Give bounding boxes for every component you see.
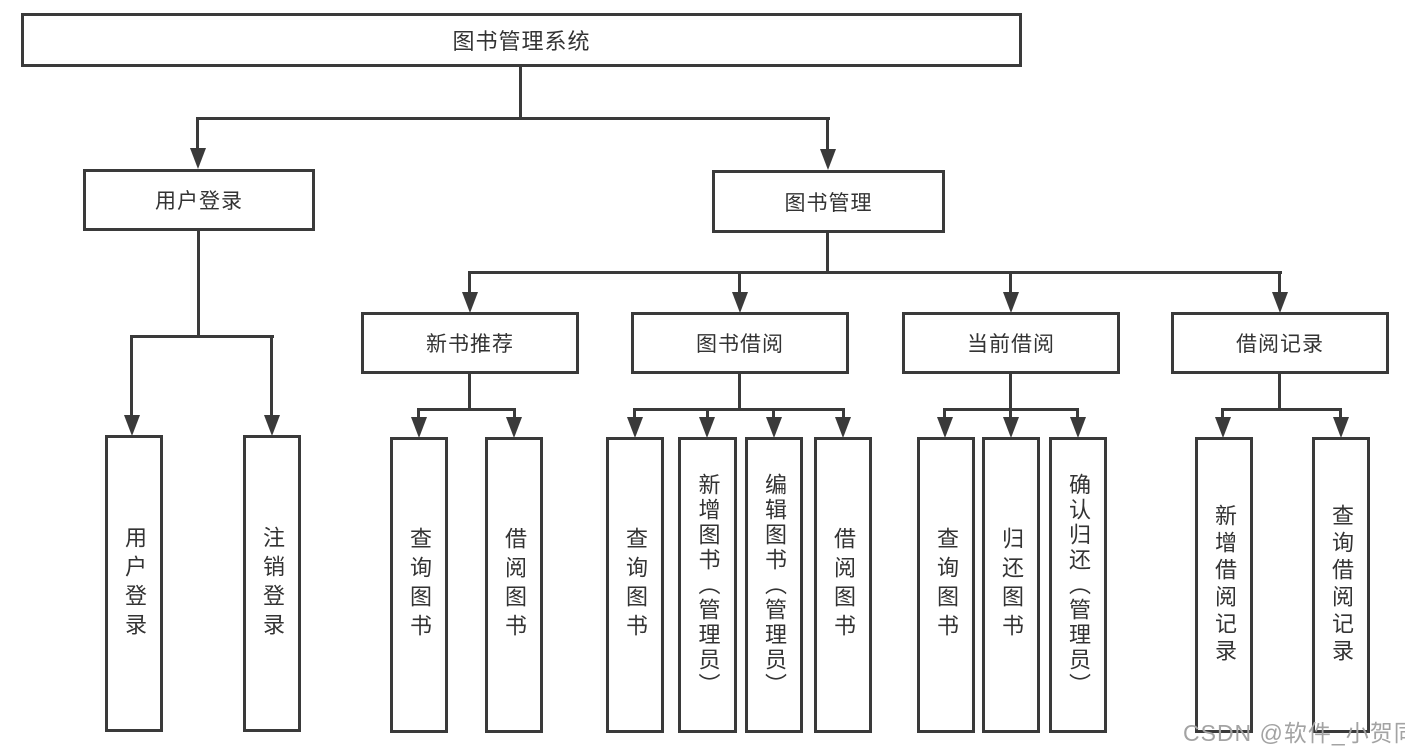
connector-mgmt-stub (826, 233, 829, 274)
node-query-books-1: 查询图书 (390, 437, 448, 733)
connector-root-stub (519, 67, 522, 119)
arrowhead-sec4-c2 (1333, 417, 1349, 438)
arrowhead-login-action (124, 415, 140, 436)
node-confirm-return-admin: 确认归还（管理员） (1049, 437, 1107, 733)
connector-to-login-action (130, 335, 133, 418)
arrowhead-section-3 (1003, 292, 1019, 313)
connector-to-book-mgmt (826, 117, 829, 152)
connector-sec1-stub (468, 374, 471, 411)
csdn-watermark: CSDN @软件_小贺同学 (1183, 720, 1405, 746)
connector-login-stub (197, 231, 200, 338)
arrowhead-sec1-c2 (506, 417, 522, 438)
arrowhead-section-1 (462, 292, 478, 313)
arrowhead-book-mgmt (820, 149, 836, 170)
node-query-borrow-record: 查询借阅记录 (1312, 437, 1370, 733)
arrowhead-sec1-c1 (411, 417, 427, 438)
connector-sec1-rail (417, 408, 516, 411)
connector-sec4-rail (1221, 408, 1342, 411)
node-borrow-books-2: 借阅图书 (814, 437, 872, 733)
connector-sec2-c4 (842, 408, 845, 419)
node-add-borrow-record: 新增借阅记录 (1195, 437, 1253, 733)
connector-sec2-rail (633, 408, 845, 411)
node-new-book-recommend: 新书推荐 (361, 312, 579, 374)
connector-sec4-c1 (1221, 408, 1224, 419)
arrowhead-user-login (190, 148, 206, 169)
connector-sec4-c2 (1339, 408, 1342, 419)
arrowhead-sec2-c4 (835, 417, 851, 438)
connector-to-section-2 (738, 271, 741, 295)
node-user-login-action: 用户登录 (105, 435, 163, 732)
node-add-book-admin: 新增图书（管理员） (678, 437, 737, 733)
connector-sec3-c1 (943, 408, 946, 419)
arrowhead-section-2 (732, 292, 748, 313)
connector-to-section-4 (1278, 271, 1281, 295)
connector-sec4-stub (1278, 374, 1281, 411)
connector-to-section-1 (468, 271, 471, 295)
arrowhead-sec2-c3 (766, 417, 782, 438)
connector-to-logout (270, 335, 273, 418)
connector-sec1-c2 (513, 408, 516, 419)
connector-to-section-3 (1009, 271, 1012, 295)
arrowhead-sec2-c1 (627, 417, 643, 438)
node-root: 图书管理系统 (21, 13, 1022, 67)
node-edit-book-admin: 编辑图书（管理员） (745, 437, 803, 733)
arrowhead-logout (264, 415, 280, 436)
node-query-books-3: 查询图书 (917, 437, 975, 733)
arrowhead-sec3-c1 (937, 417, 953, 438)
connector-sec2-c2 (706, 408, 709, 419)
connector-root-rail (196, 117, 830, 120)
connector-sec3-stub (1009, 374, 1012, 411)
connector-sec3-c3 (1076, 408, 1079, 419)
node-query-books-2: 查询图书 (606, 437, 664, 733)
connector-sec2-stub (738, 374, 741, 411)
node-logout: 注销登录 (243, 435, 301, 732)
connector-mgmt-rail (468, 271, 1282, 274)
node-borrow-books-1: 借阅图书 (485, 437, 543, 733)
arrowhead-sec3-c3 (1070, 417, 1086, 438)
arrowhead-section-4 (1272, 292, 1288, 313)
connector-to-user-login (196, 117, 199, 151)
connector-sec2-c1 (633, 408, 636, 419)
arrowhead-sec2-c2 (699, 417, 715, 438)
arrowhead-sec3-c2 (1003, 417, 1019, 438)
node-user-login: 用户登录 (83, 169, 315, 231)
connector-sec3-c2 (1009, 408, 1012, 419)
node-current-borrowing: 当前借阅 (902, 312, 1120, 374)
connector-sec2-c3 (772, 408, 775, 419)
node-book-borrowing: 图书借阅 (631, 312, 849, 374)
node-return-books: 归还图书 (982, 437, 1040, 733)
arrowhead-sec4-c1 (1215, 417, 1231, 438)
connector-sec1-c1 (417, 408, 420, 419)
node-borrowing-records: 借阅记录 (1171, 312, 1389, 374)
node-book-management: 图书管理 (712, 170, 945, 233)
connector-login-rail (130, 335, 274, 338)
